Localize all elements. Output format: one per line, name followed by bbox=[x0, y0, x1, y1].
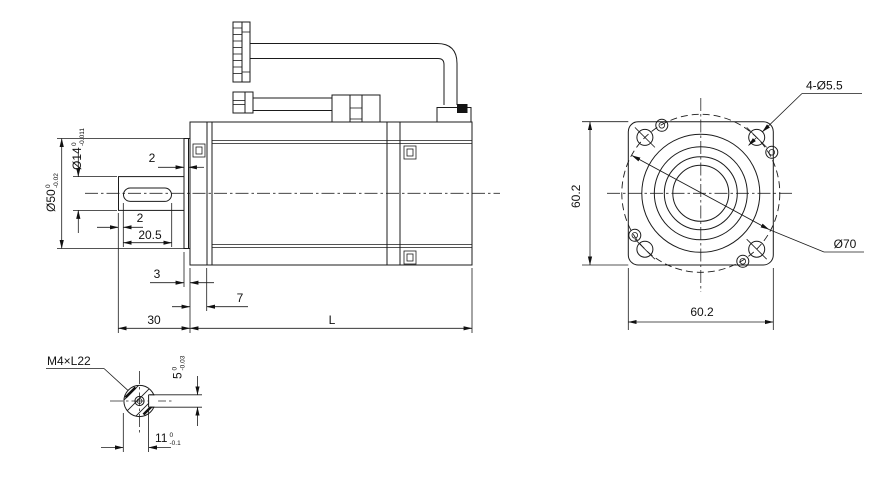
shaft-section-detail: M4×L22 5 0 -0.03 11 0 -0.1 bbox=[46, 354, 202, 452]
dim-shaft-diameter: Ø14 0 -0.011 bbox=[65, 128, 86, 170]
bolt-circle bbox=[621, 113, 781, 273]
dim-keyway-length: 20.5 bbox=[138, 228, 162, 242]
pin-hole bbox=[655, 118, 669, 132]
dim-thread: M4×L22 bbox=[47, 354, 91, 368]
socket-latch bbox=[457, 104, 468, 113]
front-view: 4-Ø5.5 Ø70 60.2 60.2 bbox=[569, 79, 864, 330]
dim-flange-thickness: 7 bbox=[237, 291, 244, 305]
dim-flange-width: 60.2 bbox=[690, 305, 714, 319]
thread-callout: M4×L22 bbox=[46, 354, 128, 391]
flange-height-dim: 60.2 bbox=[569, 121, 629, 266]
dim-boss-step: 2 bbox=[149, 151, 156, 165]
tapped-hole bbox=[134, 395, 145, 407]
flange-outline bbox=[627, 121, 774, 266]
mounting-hole bbox=[634, 127, 656, 148]
motor-body bbox=[189, 121, 473, 266]
dim-mounting-holes: 4-Ø5.5 bbox=[806, 79, 843, 93]
dim-flange-height: 60.2 bbox=[569, 184, 583, 208]
terminal-block bbox=[331, 94, 381, 123]
dim-body-length: L bbox=[329, 313, 336, 327]
power-cable bbox=[232, 91, 381, 123]
side-view: Ø50 0 -0.02 Ø14 0 -0.011 2 2 bbox=[39, 21, 500, 333]
power-plug bbox=[232, 91, 254, 114]
side-dimensions: Ø50 0 -0.02 Ø14 0 -0.011 2 2 bbox=[39, 128, 473, 333]
mounting-hole bbox=[746, 238, 767, 260]
cable-socket bbox=[436, 107, 472, 123]
pin-hole bbox=[765, 145, 779, 159]
dim-across-flat: 11 0 -0.1 bbox=[155, 426, 181, 447]
dim-keyway-offset: 2 bbox=[137, 211, 144, 225]
mounting-hole bbox=[634, 238, 656, 260]
flat-height-dim: 5 0 -0.03 bbox=[150, 355, 202, 426]
encoder-cable bbox=[232, 21, 472, 123]
housing-clip bbox=[403, 250, 417, 265]
bolt-circle-callout: Ø70 bbox=[631, 155, 864, 253]
dim-boss-depth: 3 bbox=[154, 267, 161, 281]
dim-pilot-diameter: Ø50 0 -0.02 bbox=[39, 173, 60, 212]
flange-width-dim: 60.2 bbox=[627, 268, 774, 330]
across-flat-dim: 11 0 -0.1 bbox=[101, 409, 181, 452]
shaft-flat-outline bbox=[123, 187, 172, 202]
dim-bolt-circle: Ø70 bbox=[834, 237, 857, 251]
pin-hole bbox=[736, 254, 750, 268]
housing-clip bbox=[403, 145, 417, 160]
mounting-holes-callout: 4-Ø5.5 bbox=[748, 79, 862, 146]
housing-clip bbox=[192, 143, 206, 158]
dim-flat-height: 5 0 -0.03 bbox=[166, 355, 187, 379]
mounting-hole bbox=[746, 127, 767, 148]
dim-shaft-extension: 30 bbox=[147, 313, 161, 327]
